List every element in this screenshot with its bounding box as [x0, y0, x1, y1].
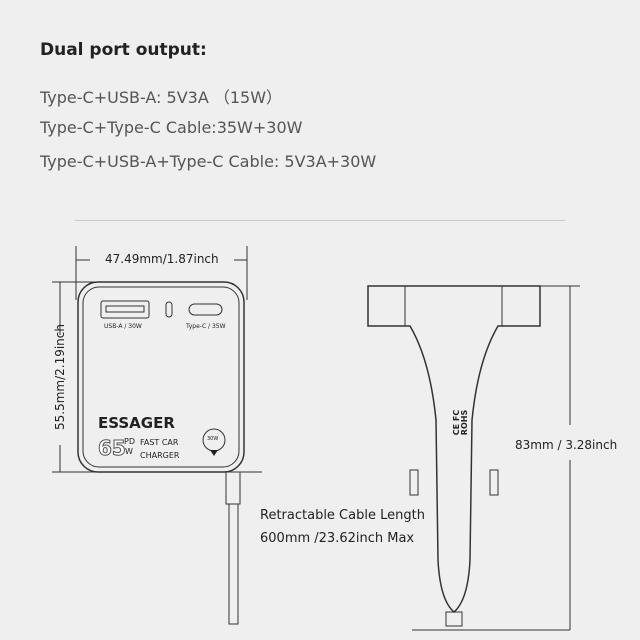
height-label: 55.5mm/2.19inch: [53, 324, 67, 431]
fast-car-label: FAST CAR: [140, 438, 179, 447]
wattage: 65: [98, 436, 127, 461]
section-title: Dual port output:: [40, 40, 207, 60]
type-c-port-label: Type-C / 35W: [186, 323, 226, 330]
brand-logo: ESSAGER: [98, 414, 175, 432]
spec-line: Type-C+Type-C Cable:35W+30W: [40, 118, 303, 137]
rohs-mark: ROHS: [460, 409, 470, 436]
arrow-down-icon: [210, 450, 218, 456]
cable-badge: 30W: [207, 436, 219, 442]
spec-line: Type-C+USB-A+Type-C Cable: 5V3A+30W: [40, 152, 377, 171]
cable-length: 600mm /23.62inch Max: [260, 531, 415, 546]
w-label: W: [125, 447, 133, 456]
cable-title: Retractable Cable Length: [260, 508, 425, 523]
divider: [75, 220, 565, 221]
charger-label: CHARGER: [140, 451, 180, 460]
usb-a-port-label: USB-A / 30W: [104, 323, 142, 330]
length-label: 83mm / 3.28inch: [515, 438, 618, 452]
pd-label: PD: [124, 437, 135, 446]
spec-line: Type-C+USB-A: 5V3A （15W）: [40, 88, 283, 107]
width-label: 47.49mm/1.87inch: [105, 252, 219, 266]
